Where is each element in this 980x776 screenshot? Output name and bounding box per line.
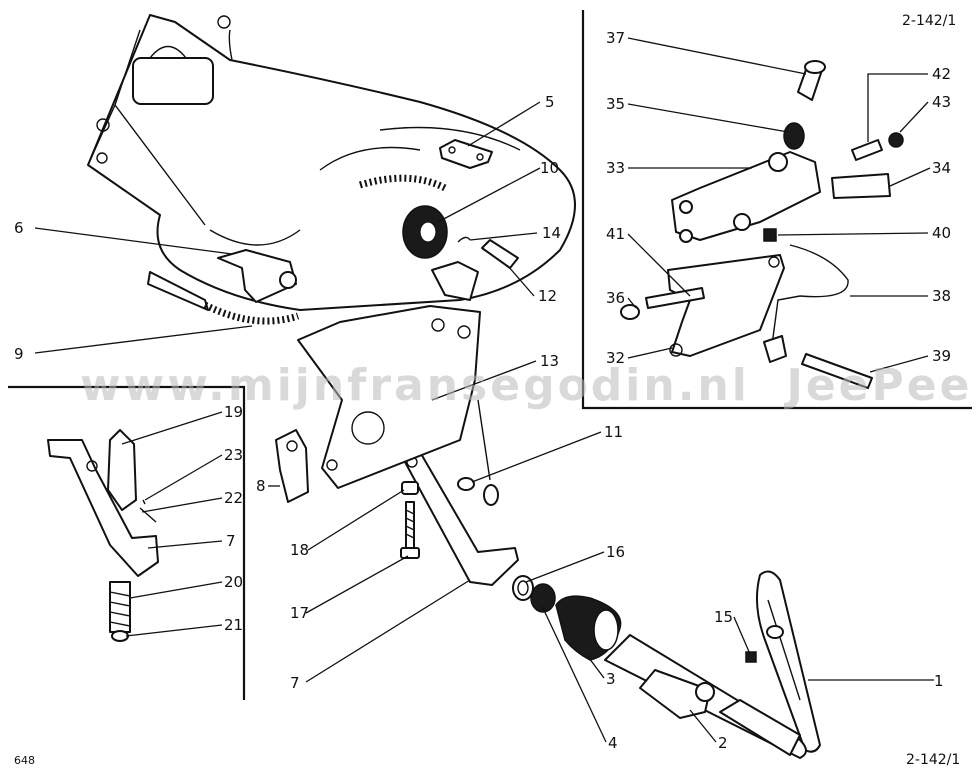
callout-c3: 3 [606,670,616,688]
diagram-ref-bottom: 2-142/1 [906,752,960,768]
callout-c4: 4 [608,734,618,752]
callout-c35: 35 [606,95,625,113]
diagram-ref-top: 2-142/1 [902,13,956,29]
alt-pedal-inset [47,429,159,642]
part-15-nut [745,651,757,663]
part-42-nipple [851,139,883,161]
inset-frames [8,10,972,700]
callout-c7a: 7 [226,532,236,550]
callout-c17: 17 [290,604,309,622]
callout-c8: 8 [256,477,266,495]
callout-c11: 11 [604,423,623,441]
callout-c36: 36 [606,289,625,307]
part-23-pin [142,499,146,505]
callout-c40: 40 [932,224,951,242]
callout-c14: 14 [542,224,561,242]
callout-c41: 41 [606,225,625,243]
part-21-clip [111,630,129,642]
mounting-bracket [297,305,481,489]
part-4-bushing [530,583,556,613]
part-19-plate [107,429,137,511]
callout-c12: 12 [538,287,557,305]
callout-c10: 10 [540,159,559,177]
part-7-lever [404,451,519,586]
part-40-nut [763,228,777,242]
callout-c34: 34 [932,159,951,177]
callout-c39: 39 [932,347,951,365]
callout-c1: 1 [934,672,944,690]
part-14-clip [457,236,471,243]
leader-lines [34,37,934,743]
callout-c13: 13 [540,352,559,370]
callout-c32: 32 [606,349,625,367]
inset-frame-bottom-left [8,385,246,700]
callout-c42: 42 [932,65,951,83]
page-number: 648 [14,754,35,767]
callout-c22: 22 [224,489,243,507]
part-7-alt-pedal [47,439,159,577]
callout-c6: 6 [14,219,24,237]
callout-c38: 38 [932,287,951,305]
housing-mount-block [132,57,214,105]
part-41-stud [645,287,705,309]
part-18-nut [401,481,419,495]
watermark: www.mijnfransegodin.nl JeePee [80,360,972,411]
callout-labels: 1234567789101112131415161718192021222332… [14,29,951,752]
callout-c19: 19 [224,403,243,421]
gearbox-housing [87,14,576,311]
callout-c16: 16 [606,543,625,561]
part-35-spring [783,122,805,150]
part-34-sleeve [831,173,891,199]
callout-c18: 18 [290,541,309,559]
clutch-pedal-assembly [275,261,821,759]
callout-c43: 43 [932,93,951,111]
callout-c15: 15 [714,608,733,626]
callout-c7b: 7 [290,674,300,692]
callout-c33: 33 [606,159,625,177]
callout-c23: 23 [224,446,243,464]
inset-frame-top-right [581,10,972,410]
upper-linkage [147,139,519,325]
part-16-ring [512,575,534,601]
part-9-spring [147,271,209,311]
part-38-rod [771,244,849,346]
adjuster-inset [620,60,904,389]
callout-c20: 20 [224,573,243,591]
callout-c9: 9 [14,345,24,363]
callout-c2: 2 [718,734,728,752]
callout-c21: 21 [224,616,243,634]
part-43-cap [888,132,904,148]
part-36-washer [620,304,640,320]
part-6-bracket [217,249,297,303]
callout-c37: 37 [606,29,625,47]
part-8-bracket [275,429,309,503]
part-11-eye [483,484,499,506]
callout-c5: 5 [545,93,555,111]
part-9-cable [358,174,447,192]
part-12-pin [481,239,519,269]
part-39-pin [801,353,873,389]
